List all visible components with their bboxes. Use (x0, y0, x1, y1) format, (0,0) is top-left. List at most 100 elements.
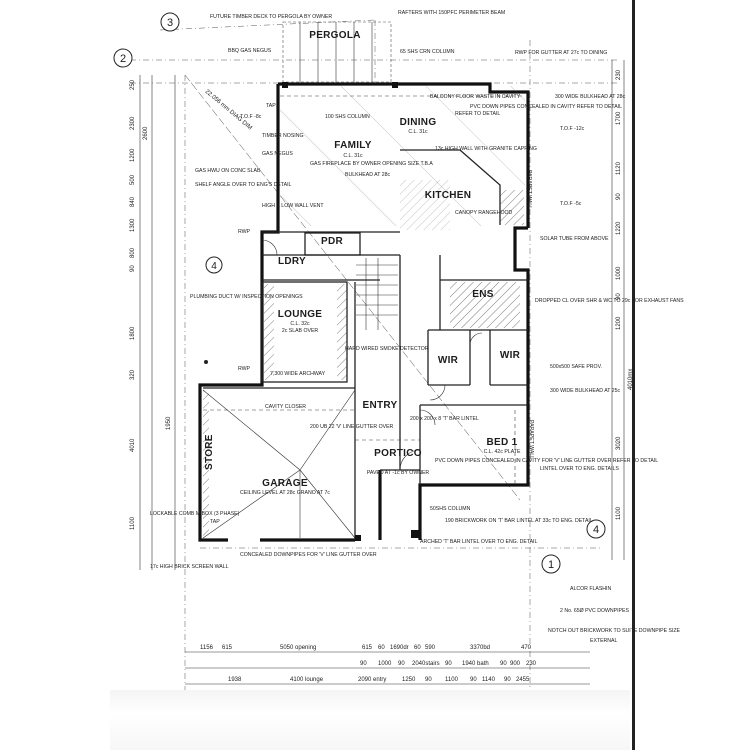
svg-text:LINTEL OVER TO ENG. DETAILS: LINTEL OVER TO ENG. DETAILS (540, 466, 619, 472)
garage-roof-lines (202, 389, 356, 539)
svg-text:90: 90 (398, 661, 405, 667)
svg-text:500: 500 (130, 174, 136, 185)
svg-text:REFER TO DETAIL: REFER TO DETAIL (455, 111, 500, 117)
grid-marker-2-top: 2 (113, 48, 133, 68)
room-label-store: STORE (204, 434, 215, 470)
svg-text:250: 250 (130, 79, 136, 90)
svg-text:1: 1 (548, 559, 554, 571)
scan-blur-footer (110, 690, 630, 750)
svg-text:T.O.F -5c: T.O.F -5c (560, 201, 582, 207)
svg-text:2600: 2600 (143, 126, 149, 140)
svg-text:1120: 1120 (616, 161, 622, 175)
svg-text:90: 90 (130, 265, 136, 272)
room-label-pergola: PERGOLA (309, 30, 361, 41)
svg-text:300 WIDE BULKHEAD AT 28c: 300 WIDE BULKHEAD AT 28c (555, 94, 626, 100)
svg-text:1100: 1100 (445, 677, 459, 683)
svg-text:CONCEALED DOWNPIPES FOR 'V' LI: CONCEALED DOWNPIPES FOR 'V' LINE GUTTER … (240, 552, 377, 558)
svg-text:1156: 1156 (200, 645, 214, 651)
room-label-lounge: LOUNGE (278, 309, 323, 320)
bottom-dimensions: 1156 615 5050 opening 615 60 1690dr 60 5… (185, 645, 590, 685)
svg-text:90: 90 (500, 661, 507, 667)
svg-text:T.O.F -8c: T.O.F -8c (240, 114, 262, 120)
svg-text:4: 4 (593, 524, 599, 536)
svg-text:1690dr: 1690dr (390, 645, 409, 651)
hatched-zones (203, 180, 524, 538)
svg-text:200 UB 22 'V' LINE GUTTER OVER: 200 UB 22 'V' LINE GUTTER OVER (310, 424, 394, 430)
svg-text:TAP: TAP (210, 519, 220, 525)
svg-text:590: 590 (425, 645, 436, 651)
svg-text:RWP: RWP (238, 229, 251, 235)
svg-text:230: 230 (526, 661, 537, 667)
svg-text:C.L. 31c: C.L. 31c (408, 129, 428, 135)
svg-text:RWP: RWP (238, 366, 251, 372)
svg-text:1950: 1950 (166, 416, 172, 430)
svg-text:7,300 WIDE ARCHWAY: 7,300 WIDE ARCHWAY (270, 371, 326, 377)
svg-text:PLUMBING DUCT W/ INSPECTION OP: PLUMBING DUCT W/ INSPECTION OPENINGS (190, 294, 303, 300)
svg-text:C.L. 32c: C.L. 32c (290, 321, 310, 327)
svg-text:1940 bath: 1940 bath (462, 661, 489, 667)
svg-text:1000: 1000 (378, 661, 392, 667)
svg-text:230: 230 (616, 69, 622, 80)
svg-text:BALCONY FLOOR WASTE IN CAVITY: BALCONY FLOOR WASTE IN CAVITY (430, 94, 521, 100)
svg-text:500x500 SAFE PROV.: 500x500 SAFE PROV. (550, 364, 602, 370)
room-label-garage: GARAGE (262, 478, 308, 489)
grid-marker-4-right: 4 (586, 519, 606, 539)
svg-text:4010: 4010 (130, 438, 136, 452)
svg-text:C.L. 42c PLATE: C.L. 42c PLATE (484, 449, 521, 455)
svg-text:NOTCH OUT BRICKWORK TO SUITE D: NOTCH OUT BRICKWORK TO SUITE DOWNPIPE SI… (548, 628, 681, 634)
svg-text:840: 840 (130, 196, 136, 207)
svg-text:90: 90 (445, 661, 452, 667)
dashed-bulkhead-lines (203, 95, 525, 485)
svg-text:SOLAR TUBE FROM ABOVE: SOLAR TUBE FROM ABOVE (540, 236, 609, 242)
svg-text:GAS NEGUS: GAS NEGUS (262, 151, 293, 157)
svg-text:3020: 3020 (616, 436, 622, 450)
svg-text:1250: 1250 (402, 677, 416, 683)
room-labels: FAMILY C.L. 31c DINING C.L. 31c KITCHEN … (204, 117, 521, 496)
svg-text:PAVED AT -1c BY OWNER: PAVED AT -1c BY OWNER (367, 470, 430, 476)
svg-text:90: 90 (470, 677, 477, 683)
svg-text:HARD WIRED SMOKE DETECTOR: HARD WIRED SMOKE DETECTOR (345, 346, 429, 352)
svg-text:4: 4 (211, 261, 217, 272)
svg-text:13c HIGH WALL WITH GRANITE CAP: 13c HIGH WALL WITH GRANITE CAPPING (435, 146, 537, 152)
svg-text:2 No. 65Ø PVC DOWNPIPES: 2 No. 65Ø PVC DOWNPIPES (560, 608, 629, 614)
svg-text:TAP: TAP (266, 103, 276, 109)
room-label-wir-2: WIR (500, 350, 521, 361)
svg-text:PVC DOWN PIPES CONCEALED IN CA: PVC DOWN PIPES CONCEALED IN CAVITY REFER… (470, 104, 622, 110)
svg-text:CEILING LEVEL AT 28c GRANO AT: CEILING LEVEL AT 28c GRANO AT 7c (240, 490, 330, 496)
svg-text:1938: 1938 (228, 677, 242, 683)
svg-text:60: 60 (414, 645, 421, 651)
svg-text:800: 800 (130, 247, 136, 258)
pergola-area: PERGOLA (282, 21, 392, 83)
grid-marker-2-mid (204, 360, 208, 364)
svg-text:90: 90 (616, 193, 622, 200)
svg-text:HIGH & LOW WALL VENT: HIGH & LOW WALL VENT (262, 203, 324, 209)
svg-text:EXTERNAL: EXTERNAL (590, 638, 618, 644)
svg-text:SHELF ANGLE OVER TO ENG'S DETA: SHELF ANGLE OVER TO ENG'S DETAIL (195, 182, 292, 188)
svg-text:RWP FOR GUTTER AT 27c TO DININ: RWP FOR GUTTER AT 27c TO DINING (515, 50, 607, 56)
svg-text:5050 opening: 5050 opening (280, 645, 316, 651)
svg-text:1200: 1200 (616, 316, 622, 330)
svg-text:1800: 1800 (130, 326, 136, 340)
svg-text:4010mx: 4010mx (628, 369, 634, 390)
room-label-pdr: PDR (321, 236, 343, 247)
right-dimensions: 230 1700 1120 90 1220 1000 90 1200 3020 … (611, 60, 634, 560)
svg-text:4100 lounge: 4100 lounge (290, 677, 324, 683)
svg-text:PVC DOWN PIPES CONCEALED IN CA: PVC DOWN PIPES CONCEALED IN CAVITY FOR '… (435, 458, 658, 464)
svg-text:615: 615 (222, 645, 233, 651)
svg-text:200 x 200 x 8 'T' BAR LINTEL: 200 x 200 x 8 'T' BAR LINTEL (410, 416, 479, 422)
svg-text:3: 3 (167, 17, 173, 29)
svg-text:470: 470 (521, 645, 532, 651)
svg-text:ARCHED 'T' BAR LINTEL OVER TO: ARCHED 'T' BAR LINTEL OVER TO ENG. DETAI… (420, 539, 537, 545)
room-label-portico: PORTICO (374, 448, 422, 459)
annotation-notes: FUTURE TIMBER DECK TO PERGOLA BY OWNER R… (150, 10, 684, 644)
scan-edge (632, 0, 635, 750)
svg-text:615: 615 (362, 645, 373, 651)
svg-text:90: 90 (360, 661, 367, 667)
room-label-ldry: LDRY (278, 256, 306, 267)
svg-text:300 WIDE BULKHEAD AT 25c: 300 WIDE BULKHEAD AT 25c (550, 388, 621, 394)
svg-text:60: 60 (378, 645, 385, 651)
columns (282, 82, 419, 541)
svg-text:1000: 1000 (616, 266, 622, 280)
door-swings (261, 239, 483, 471)
